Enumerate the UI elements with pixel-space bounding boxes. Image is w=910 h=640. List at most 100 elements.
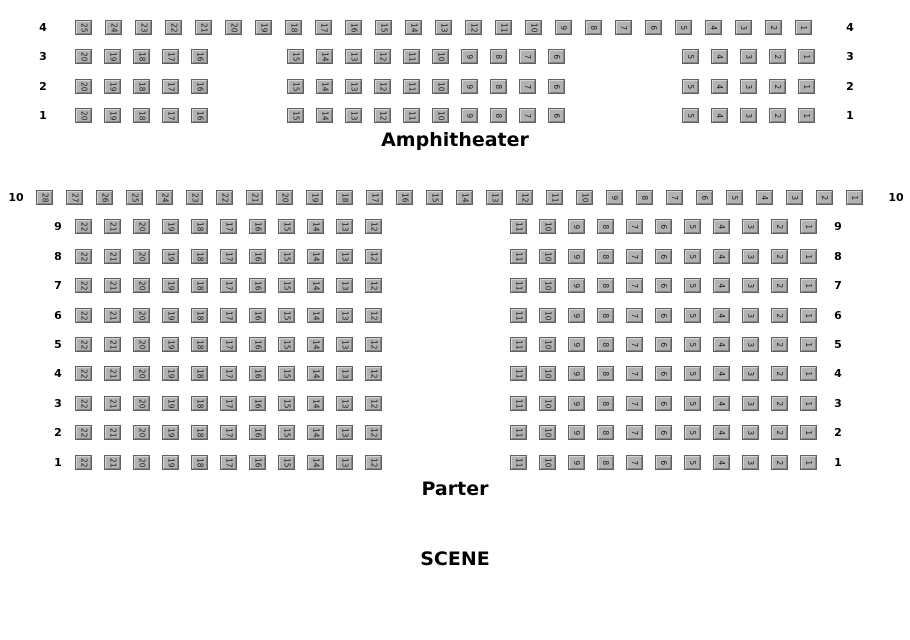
seat[interactable]: 17 bbox=[162, 49, 179, 64]
seat[interactable]: 13 bbox=[336, 366, 353, 381]
seat[interactable]: 2 bbox=[771, 396, 788, 411]
seat[interactable]: 15 bbox=[278, 278, 295, 293]
seat[interactable]: 4 bbox=[713, 396, 730, 411]
seat[interactable]: 18 bbox=[191, 455, 208, 470]
seat[interactable]: 15 bbox=[278, 366, 295, 381]
seat[interactable]: 11 bbox=[510, 337, 527, 352]
seat[interactable]: 3 bbox=[742, 366, 759, 381]
seat[interactable]: 5 bbox=[684, 366, 701, 381]
seat[interactable]: 12 bbox=[365, 278, 382, 293]
seat[interactable]: 13 bbox=[345, 49, 362, 64]
seat[interactable]: 16 bbox=[191, 49, 208, 64]
seat[interactable]: 4 bbox=[711, 49, 728, 64]
seat[interactable]: 19 bbox=[162, 278, 179, 293]
seat[interactable]: 19 bbox=[162, 308, 179, 323]
seat[interactable]: 6 bbox=[655, 278, 672, 293]
seat[interactable]: 9 bbox=[568, 455, 585, 470]
seat[interactable]: 9 bbox=[461, 49, 478, 64]
seat[interactable]: 18 bbox=[133, 108, 150, 123]
seat[interactable]: 7 bbox=[626, 425, 643, 440]
seat[interactable]: 9 bbox=[568, 425, 585, 440]
seat[interactable]: 4 bbox=[713, 249, 730, 264]
seat[interactable]: 16 bbox=[249, 455, 266, 470]
seat[interactable]: 5 bbox=[684, 396, 701, 411]
seat[interactable]: 20 bbox=[133, 308, 150, 323]
seat[interactable]: 11 bbox=[546, 190, 563, 205]
seat[interactable]: 11 bbox=[510, 278, 527, 293]
seat[interactable]: 19 bbox=[162, 396, 179, 411]
seat[interactable]: 22 bbox=[75, 337, 92, 352]
seat[interactable]: 20 bbox=[75, 49, 92, 64]
seat[interactable]: 21 bbox=[104, 425, 121, 440]
seat[interactable]: 21 bbox=[104, 337, 121, 352]
seat[interactable]: 7 bbox=[519, 49, 536, 64]
seat[interactable]: 2 bbox=[771, 337, 788, 352]
seat[interactable]: 16 bbox=[249, 425, 266, 440]
seat[interactable]: 12 bbox=[374, 108, 391, 123]
seat[interactable]: 15 bbox=[278, 337, 295, 352]
seat[interactable]: 11 bbox=[510, 455, 527, 470]
seat[interactable]: 8 bbox=[490, 79, 507, 94]
seat[interactable]: 4 bbox=[711, 79, 728, 94]
seat[interactable]: 8 bbox=[490, 108, 507, 123]
seat[interactable]: 16 bbox=[249, 308, 266, 323]
seat[interactable]: 12 bbox=[365, 396, 382, 411]
seat[interactable]: 10 bbox=[539, 249, 556, 264]
seat[interactable]: 18 bbox=[191, 425, 208, 440]
seat[interactable]: 14 bbox=[307, 308, 324, 323]
seat[interactable]: 22 bbox=[75, 366, 92, 381]
seat[interactable]: 15 bbox=[278, 455, 295, 470]
seat[interactable]: 21 bbox=[246, 190, 263, 205]
seat[interactable]: 23 bbox=[186, 190, 203, 205]
seat[interactable]: 20 bbox=[133, 366, 150, 381]
seat[interactable]: 2 bbox=[771, 366, 788, 381]
seat[interactable]: 14 bbox=[405, 20, 422, 35]
seat[interactable]: 8 bbox=[597, 219, 614, 234]
seat[interactable]: 20 bbox=[133, 278, 150, 293]
seat[interactable]: 13 bbox=[435, 20, 452, 35]
seat[interactable]: 11 bbox=[510, 308, 527, 323]
seat[interactable]: 13 bbox=[336, 455, 353, 470]
seat[interactable]: 9 bbox=[606, 190, 623, 205]
seat[interactable]: 20 bbox=[133, 249, 150, 264]
seat[interactable]: 7 bbox=[615, 20, 632, 35]
seat[interactable]: 1 bbox=[798, 108, 815, 123]
seat[interactable]: 16 bbox=[249, 278, 266, 293]
seat[interactable]: 19 bbox=[162, 337, 179, 352]
seat[interactable]: 5 bbox=[684, 425, 701, 440]
seat[interactable]: 1 bbox=[846, 190, 863, 205]
seat[interactable]: 8 bbox=[597, 396, 614, 411]
seat[interactable]: 14 bbox=[307, 396, 324, 411]
seat[interactable]: 2 bbox=[769, 79, 786, 94]
seat[interactable]: 7 bbox=[519, 79, 536, 94]
seat[interactable]: 3 bbox=[740, 108, 757, 123]
seat[interactable]: 9 bbox=[461, 108, 478, 123]
seat[interactable]: 6 bbox=[655, 337, 672, 352]
seat[interactable]: 15 bbox=[375, 20, 392, 35]
seat[interactable]: 17 bbox=[220, 425, 237, 440]
seat[interactable]: 6 bbox=[655, 219, 672, 234]
seat[interactable]: 3 bbox=[786, 190, 803, 205]
seat[interactable]: 22 bbox=[75, 425, 92, 440]
seat[interactable]: 15 bbox=[278, 308, 295, 323]
seat[interactable]: 6 bbox=[696, 190, 713, 205]
seat[interactable]: 21 bbox=[195, 20, 212, 35]
seat[interactable]: 3 bbox=[742, 219, 759, 234]
seat[interactable]: 25 bbox=[126, 190, 143, 205]
seat[interactable]: 12 bbox=[374, 49, 391, 64]
seat[interactable]: 17 bbox=[220, 337, 237, 352]
seat[interactable]: 19 bbox=[162, 219, 179, 234]
seat[interactable]: 18 bbox=[285, 20, 302, 35]
seat[interactable]: 3 bbox=[740, 49, 757, 64]
seat[interactable]: 8 bbox=[585, 20, 602, 35]
seat[interactable]: 19 bbox=[162, 455, 179, 470]
seat[interactable]: 23 bbox=[135, 20, 152, 35]
seat[interactable]: 9 bbox=[555, 20, 572, 35]
seat[interactable]: 20 bbox=[75, 79, 92, 94]
seat[interactable]: 14 bbox=[307, 366, 324, 381]
seat[interactable]: 22 bbox=[75, 249, 92, 264]
seat[interactable]: 1 bbox=[798, 49, 815, 64]
seat[interactable]: 5 bbox=[684, 308, 701, 323]
seat[interactable]: 19 bbox=[255, 20, 272, 35]
seat[interactable]: 7 bbox=[626, 396, 643, 411]
